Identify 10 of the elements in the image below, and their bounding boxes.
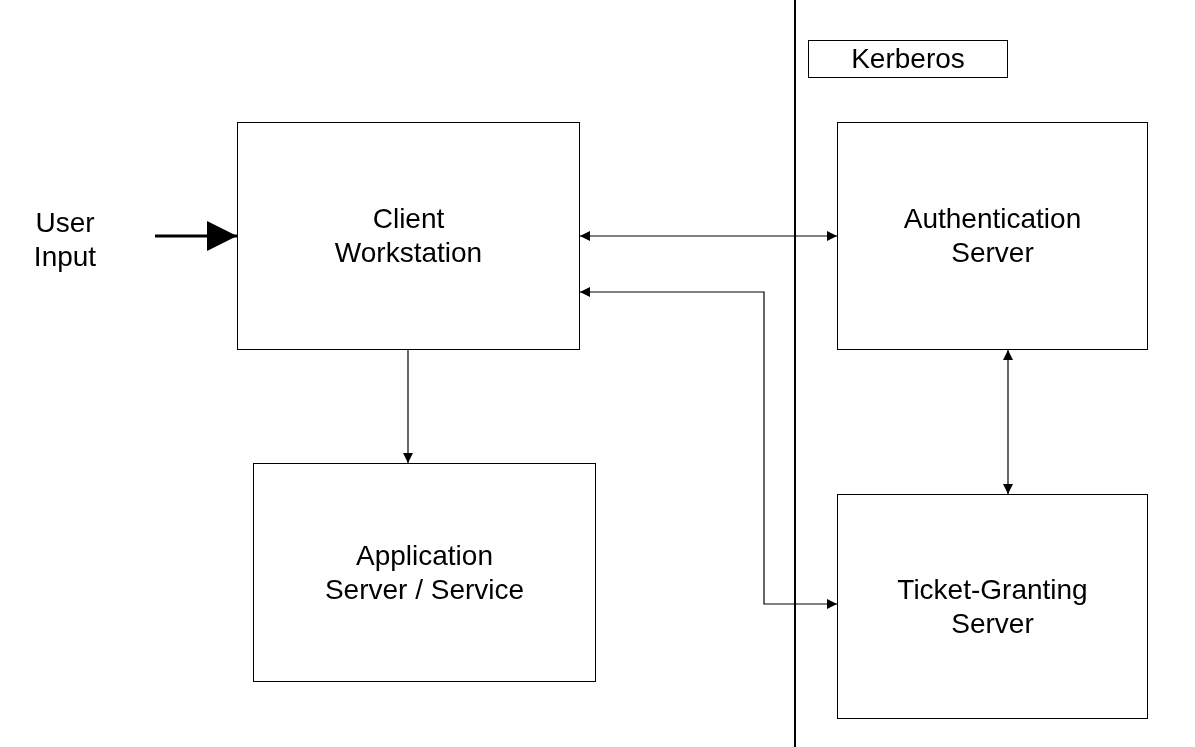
arrow [579, 287, 838, 609]
arrow [1003, 349, 1013, 495]
process-box: Authentication Server [837, 122, 1148, 350]
process-box: Application Server / Service [253, 463, 596, 682]
arrow [579, 231, 838, 241]
arrow [403, 349, 413, 464]
arrow [155, 221, 237, 251]
process-box: Client Workstation [237, 122, 580, 350]
process-box: Ticket-Granting Server [837, 494, 1148, 719]
title-box: Kerberos [808, 40, 1008, 78]
